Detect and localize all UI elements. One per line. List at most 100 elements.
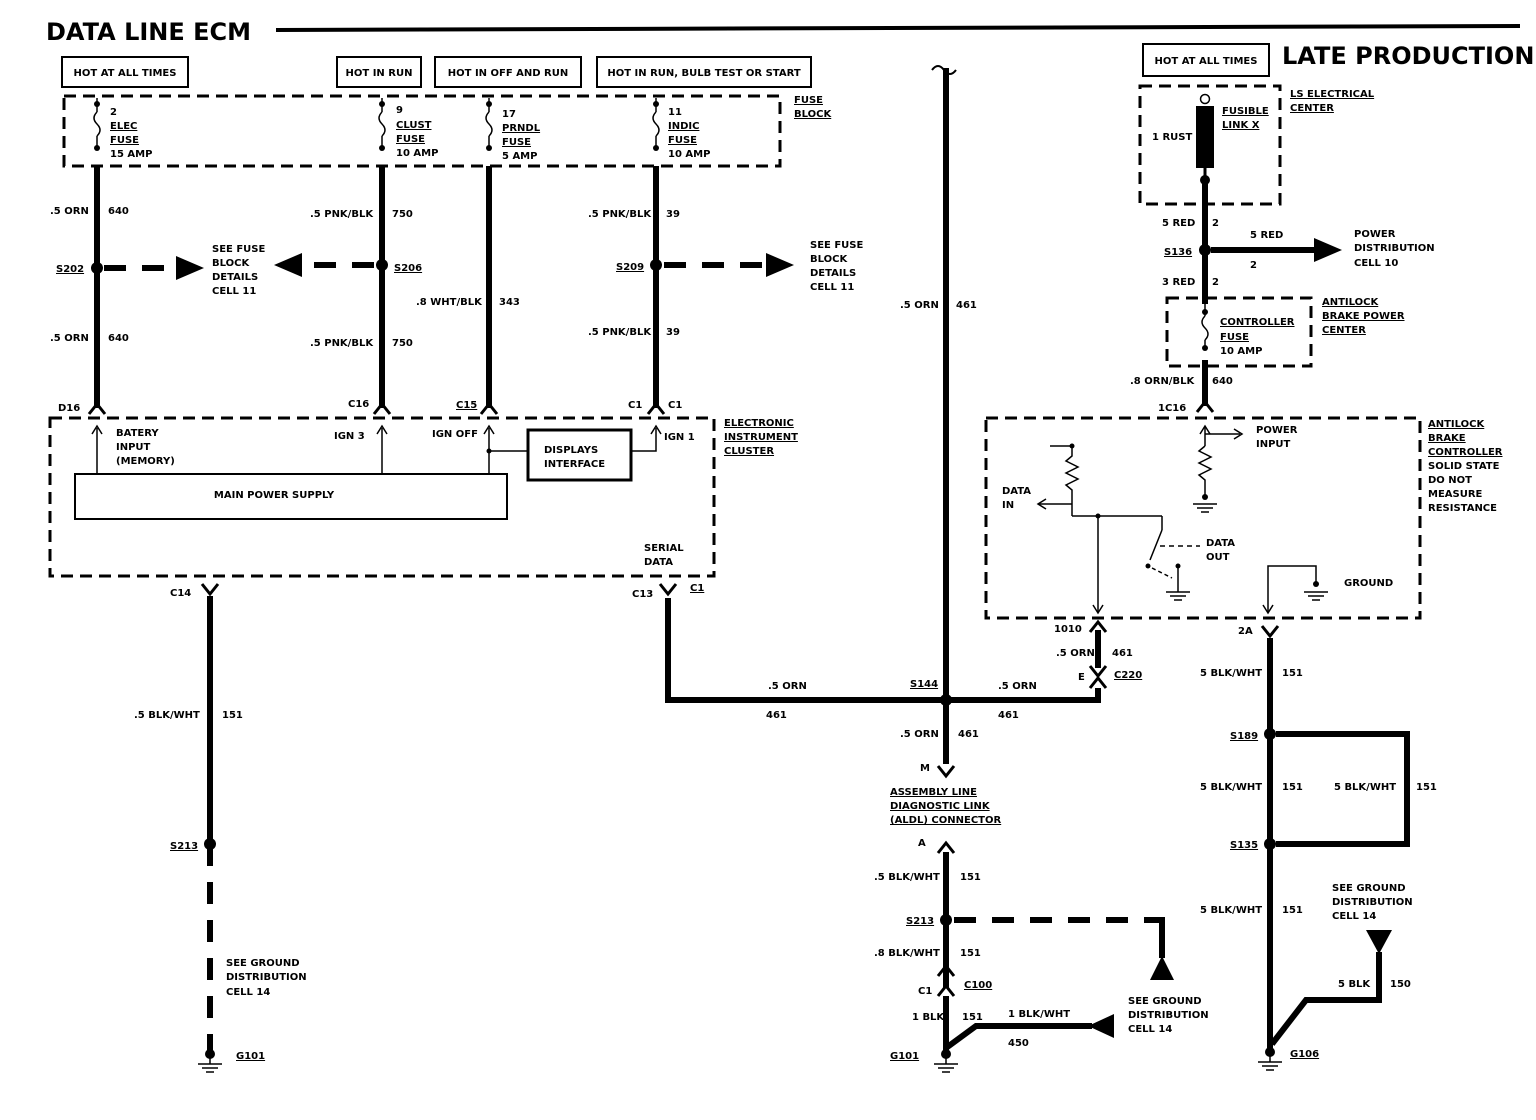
svg-text:SEE GROUND: SEE GROUND <box>226 958 300 969</box>
svg-text:HOT AT ALL TIMES: HOT AT ALL TIMES <box>1155 56 1258 67</box>
svg-text:RESISTANCE: RESISTANCE <box>1428 503 1497 514</box>
svg-text:CELL 11: CELL 11 <box>810 282 854 293</box>
svg-text:A: A <box>918 838 926 849</box>
wire-code-461-c: 461 <box>956 300 977 311</box>
wire-code-750b: 750 <box>392 338 413 349</box>
power-label-late: HOT AT ALL TIMES <box>1142 43 1270 77</box>
arrow-s209 <box>766 253 794 277</box>
splice-label-s202: S202 <box>56 264 84 275</box>
wire-151-loop <box>1276 731 1410 847</box>
wire-label-wht-343: .8 WHT/BLK <box>416 297 483 308</box>
connector-1010: 1010 <box>1054 619 1108 635</box>
wire-code-red-2a: 2 <box>1212 218 1219 229</box>
fusible-link-x: FUSIBLE LINK X 1 RUST <box>1152 93 1269 185</box>
svg-text:DO NOT: DO NOT <box>1428 475 1472 486</box>
svg-text:1010: 1010 <box>1054 624 1082 635</box>
controller-power-input: POWER INPUT <box>1193 424 1298 513</box>
splice-label-s189: S189 <box>1230 731 1258 742</box>
svg-text:DATA: DATA <box>1206 538 1235 549</box>
note-see-fuse-1: SEE FUSE BLOCK DETAILS CELL 11 <box>212 244 265 297</box>
svg-text:FUSE: FUSE <box>1220 332 1249 343</box>
svg-text:HOT AT ALL TIMES: HOT AT ALL TIMES <box>74 68 177 79</box>
wire-code-461-e: 461 <box>1112 648 1133 659</box>
svg-text:CONTROLLER: CONTROLLER <box>1428 447 1503 458</box>
ground-g101-left: G101 <box>198 1049 265 1073</box>
splice-label-s206: S206 <box>394 263 422 274</box>
wire-label-orn-640b: .5 ORN <box>50 333 89 344</box>
svg-text:PRNDL: PRNDL <box>502 123 541 134</box>
svg-text:DISPLAYS: DISPLAYS <box>544 445 598 456</box>
svg-text:DIAGNOSTIC LINK: DIAGNOSTIC LINK <box>890 801 991 812</box>
svg-text:CLUSTER: CLUSTER <box>724 446 774 457</box>
splice-s206 <box>376 259 388 271</box>
fuse-controller: CONTROLLER FUSE 10 AMP <box>1199 304 1295 360</box>
note-see-fuse-2: SEE FUSE BLOCK DETAILS CELL 11 <box>810 240 863 293</box>
svg-text:C14: C14 <box>170 588 191 599</box>
controller-data-circuit: DATA IN DATA OUT <box>1002 443 1235 615</box>
svg-text:G101: G101 <box>236 1051 265 1062</box>
wire-label-pnk-750b: .5 PNK/BLK <box>310 338 374 349</box>
svg-text:HOT IN RUN, BULB TEST OR START: HOT IN RUN, BULB TEST OR START <box>607 68 801 79</box>
diagram-title: DATA LINE ECM <box>46 18 251 46</box>
arrow-ground-450 <box>1088 1014 1114 1038</box>
wire-code-450: 450 <box>1008 1038 1029 1049</box>
antilock-brake-controller-label: ANTILOCK BRAKE CONTROLLER SOLID STATE DO… <box>1428 419 1503 514</box>
svg-text:15 AMP: 15 AMP <box>110 149 152 160</box>
connector-c15: C15 <box>456 400 499 415</box>
svg-text:9: 9 <box>396 105 403 116</box>
wire-code-151-d: 151 <box>962 1012 983 1023</box>
svg-text:IN: IN <box>1002 500 1014 511</box>
connector-c100: C1 C100 <box>918 963 992 997</box>
fuse-elec: 2 ELEC FUSE 15 AMP <box>93 98 152 160</box>
wire-code-151-aldl: 151 <box>960 872 981 883</box>
wire-450 <box>944 1023 1092 1051</box>
wire-461-serial <box>665 598 1101 703</box>
arrow-ground-center <box>1150 956 1174 980</box>
svg-text:FUSE: FUSE <box>668 135 697 146</box>
splice-s144 <box>940 694 952 706</box>
fuse-clust: 9 CLUST FUSE 10 AMP <box>378 98 438 159</box>
svg-text:CELL 11: CELL 11 <box>212 286 256 297</box>
svg-text:C1: C1 <box>690 583 704 594</box>
svg-text:SEE FUSE: SEE FUSE <box>212 244 265 255</box>
svg-text:ANTILOCK: ANTILOCK <box>1322 297 1380 308</box>
svg-text:2A: 2A <box>1238 626 1253 637</box>
wire-code-461-b: 461 <box>998 710 1019 721</box>
svg-text:POWER: POWER <box>1354 229 1396 240</box>
fuse-indic: 11 INDIC FUSE 10 AMP <box>652 98 710 160</box>
arrow-ground-right <box>1366 930 1392 954</box>
wire-code-red-2c: 2 <box>1212 277 1219 288</box>
wire-label-blk-151-r2: 5 BLK/WHT <box>1200 782 1262 793</box>
connector-2a: 2A <box>1238 625 1280 639</box>
svg-text:10 AMP: 10 AMP <box>668 149 710 160</box>
svg-text:FUSE: FUSE <box>396 134 425 145</box>
wire-code-151-r2: 151 <box>1282 782 1303 793</box>
splice-label-s209: S209 <box>616 262 644 273</box>
svg-text:BRAKE POWER: BRAKE POWER <box>1322 311 1405 322</box>
wire-code-150: 150 <box>1390 979 1411 990</box>
svg-text:G101: G101 <box>890 1051 919 1062</box>
splice-s213-center <box>940 914 952 926</box>
splice-s209 <box>650 259 662 271</box>
title-rule <box>275 24 1521 32</box>
arrow-s202 <box>176 256 204 280</box>
svg-text:C220: C220 <box>1114 670 1142 681</box>
wire-code-461-a: 461 <box>766 710 787 721</box>
svg-text:C100: C100 <box>964 980 992 991</box>
late-production-label: LATE PRODUCTION <box>1282 42 1534 70</box>
antilock-brake-controller-outline <box>984 416 1422 620</box>
wire-label-red5: 5 RED <box>1162 218 1195 229</box>
svg-text:DATA: DATA <box>644 557 673 568</box>
svg-text:DISTRIBUTION: DISTRIBUTION <box>226 972 307 983</box>
wire-label-blk-151-left: .5 BLK/WHT <box>134 710 200 721</box>
svg-text:E: E <box>1078 672 1085 683</box>
wire-label-orn-461-d: .5 ORN <box>900 729 939 740</box>
svg-text:CLUST: CLUST <box>396 120 432 131</box>
wire-code-151-r1: 151 <box>1282 668 1303 679</box>
svg-text:C1: C1 <box>628 400 642 411</box>
svg-text:HOT IN OFF AND RUN: HOT IN OFF AND RUN <box>448 68 568 79</box>
svg-text:LS ELECTRICAL: LS ELECTRICAL <box>1290 89 1375 100</box>
wire-label-red3: 3 RED <box>1162 277 1195 288</box>
wire-code-640a: 640 <box>108 206 129 217</box>
svg-text:GROUND: GROUND <box>1344 578 1393 589</box>
